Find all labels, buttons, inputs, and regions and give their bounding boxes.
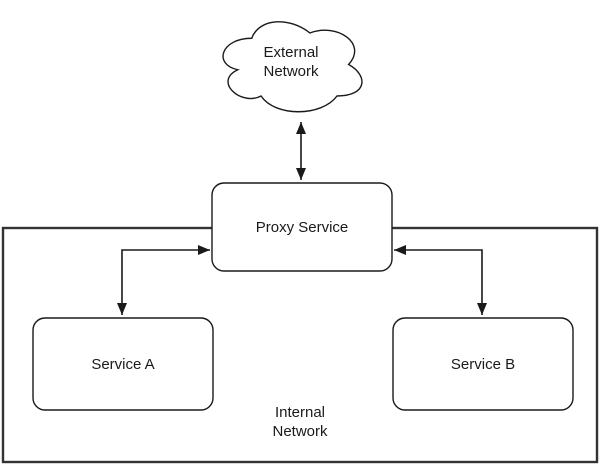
- service-a-label: Service A: [91, 356, 154, 373]
- internal-network-label-line2: Network: [272, 423, 328, 440]
- proxy-service-label: Proxy Service: [256, 219, 349, 236]
- service-a-shape: [32, 317, 214, 411]
- node-external-network: External Network: [222, 21, 363, 113]
- edge-proxy-to-service-a: [117, 245, 210, 315]
- proxy-service-shape: [211, 182, 393, 272]
- edge-proxy-to-service-b: [394, 245, 487, 315]
- external-network-label-line2: Network: [263, 63, 319, 80]
- node-proxy-service: Proxy Service: [211, 182, 393, 272]
- service-b-label: Service B: [451, 356, 515, 373]
- node-service-b: Service B: [392, 317, 574, 411]
- service-b-shape: [392, 317, 574, 411]
- external-network-label-line1: External: [263, 44, 318, 61]
- internal-network-label-line1: Internal: [275, 404, 325, 421]
- cloud-shape: [222, 21, 363, 113]
- node-service-a: Service A: [32, 317, 214, 411]
